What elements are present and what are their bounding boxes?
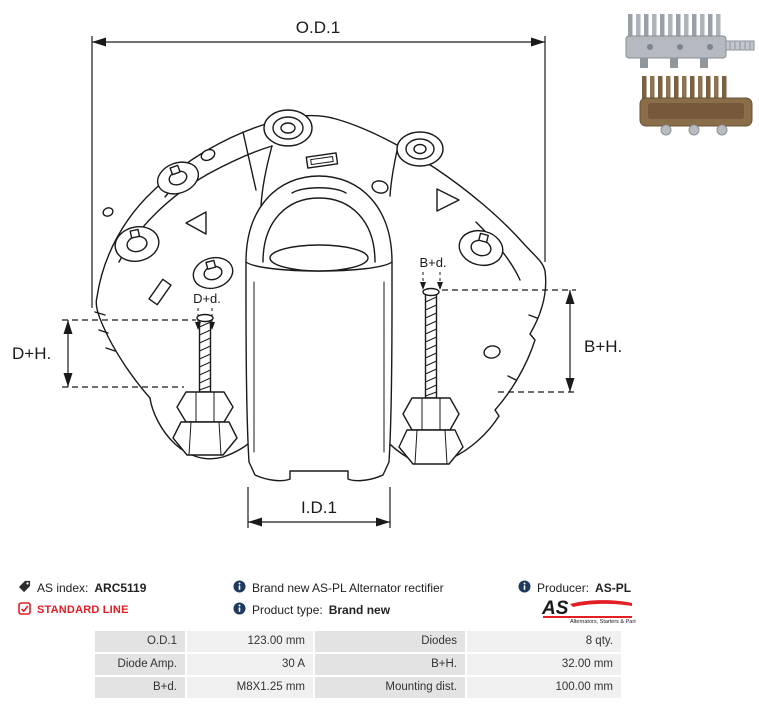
- spec-value: 8 qty.: [467, 631, 621, 652]
- product-photo-bottom: [639, 76, 753, 136]
- spec-value: 32.00 mm: [467, 654, 621, 675]
- producer-label: Producer:: [537, 581, 590, 595]
- triangle-mark: [185, 211, 207, 235]
- spec-label: B+d.: [95, 677, 185, 698]
- spec-value: 123.00 mm: [187, 631, 313, 652]
- mount-boss: [263, 109, 313, 147]
- info-icon: [233, 602, 246, 618]
- dimension-annotations: O.D.1 I.D.1 D+H. B+H.: [12, 18, 622, 528]
- aspl-logo-row: AS Alternators, Starters & Parts: [518, 598, 753, 624]
- small-hole: [483, 345, 501, 359]
- checkbox-check-icon: [18, 602, 31, 618]
- spec-label: Diode Amp.: [95, 654, 185, 675]
- standard-line-row: STANDARD LINE: [18, 599, 223, 621]
- spec-value: 100.00 mm: [467, 677, 621, 698]
- left-stud: [172, 313, 238, 456]
- info-icon: [233, 580, 246, 596]
- mount-boss: [396, 131, 444, 167]
- right-stud: [398, 287, 464, 465]
- as-index-value: ARC5119: [94, 581, 147, 595]
- dimension-label-dd: D+d.: [193, 291, 221, 306]
- dimension-label-bd: B+d.: [419, 255, 446, 270]
- dimension-bd: B+d.: [419, 255, 447, 290]
- dimension-label-od1: O.D.1: [296, 18, 340, 37]
- info-column-index: AS index: ARC5119 STANDARD LINE: [18, 577, 223, 621]
- spec-value: M8X1.25 mm: [187, 677, 313, 698]
- aspl-logo-subtext: Alternators, Starters & Parts: [570, 619, 636, 624]
- small-hole: [102, 207, 114, 217]
- producer-row: Producer: AS-PL: [518, 577, 753, 599]
- spec-table: O.D.1 123.00 mm Diodes 8 qty. Diode Amp.…: [95, 631, 621, 698]
- info-column-description: Brand new AS-PL Alternator rectifier Pro…: [233, 577, 508, 621]
- product-type-value: Brand new: [328, 603, 391, 617]
- dimension-od1: O.D.1: [91, 18, 546, 308]
- tag-icon: [18, 580, 31, 596]
- product-type-row: Product type: Brand new: [233, 599, 508, 621]
- product-description: Brand new AS-PL Alternator rectifier: [252, 581, 444, 595]
- description-row: Brand new AS-PL Alternator rectifier: [233, 577, 508, 599]
- as-index-row: AS index: ARC5119: [18, 577, 223, 599]
- small-hole: [200, 148, 216, 162]
- diode-hole: [458, 229, 504, 267]
- product-photo-top: [625, 14, 755, 68]
- info-icon: [518, 580, 531, 596]
- triangle-mark: [436, 188, 460, 212]
- product-type-label: Product type:: [252, 603, 323, 617]
- dimension-dh: D+H.: [12, 319, 196, 388]
- small-hole: [371, 180, 389, 194]
- as-index-label: AS index:: [37, 581, 89, 595]
- spec-label: Mounting dist.: [315, 677, 465, 698]
- dimension-label-dh: D+H.: [12, 344, 51, 363]
- technical-drawing: O.D.1 I.D.1 D+H. B+H.: [12, 14, 755, 528]
- slot: [148, 278, 172, 306]
- dimension-id1: I.D.1: [247, 487, 391, 528]
- diode-hole: [192, 256, 234, 290]
- spec-label: B+H.: [315, 654, 465, 675]
- aspl-logo-text: AS: [541, 598, 569, 619]
- spec-value: 30 A: [187, 654, 313, 675]
- rectifier-outline: [94, 109, 547, 482]
- aspl-logo: AS Alternators, Starters & Parts: [541, 598, 636, 624]
- dimension-label-id1: I.D.1: [301, 498, 337, 517]
- dimension-bh: B+H.: [442, 289, 622, 393]
- dimension-dd: D+d.: [193, 291, 221, 330]
- producer-value: AS-PL: [595, 581, 632, 595]
- slot: [305, 152, 339, 169]
- spec-label: Diodes: [315, 631, 465, 652]
- spec-label: O.D.1: [95, 631, 185, 652]
- diode-hole: [114, 226, 160, 262]
- product-info-section: AS index: ARC5119 STANDARD LINE Brand ne…: [0, 577, 759, 625]
- info-column-producer: Producer: AS-PL AS Alternators, Starters…: [518, 577, 753, 624]
- dimension-label-bh: B+H.: [584, 337, 622, 356]
- standard-line-label: STANDARD LINE: [37, 604, 129, 616]
- diode-hole: [156, 161, 200, 195]
